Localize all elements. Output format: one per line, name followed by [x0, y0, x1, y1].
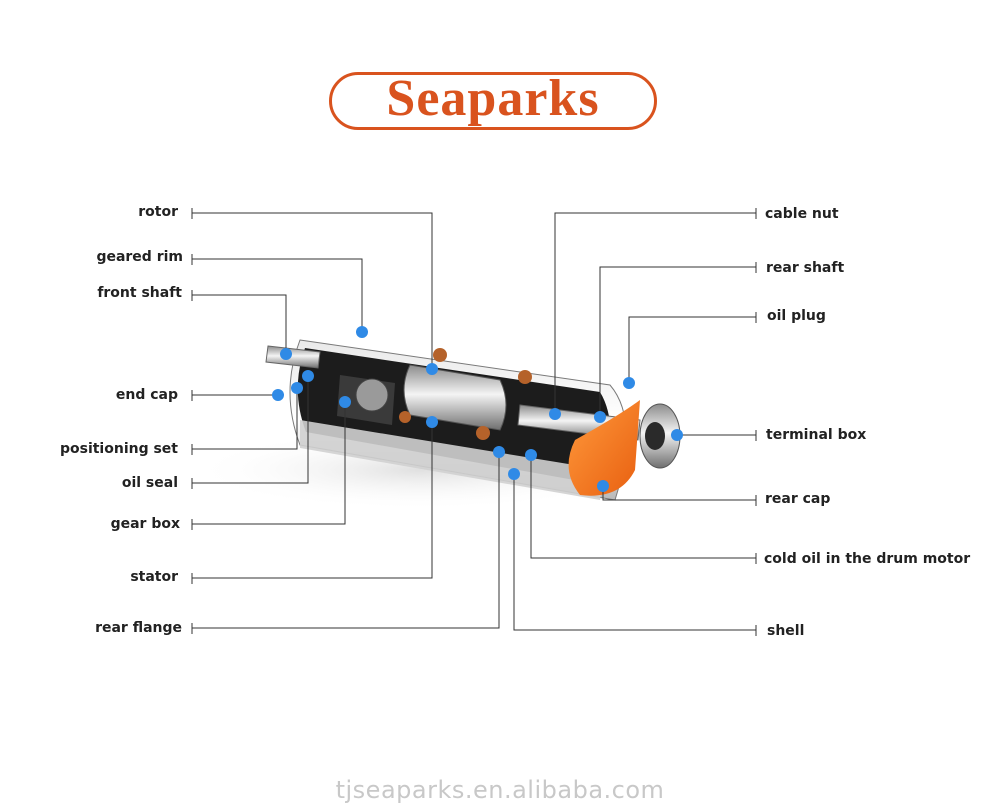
label-terminal-box: terminal box: [766, 427, 867, 443]
marker-oil-seal: [302, 370, 314, 382]
marker-rear-flange: [493, 446, 505, 458]
marker-positioning-set: [291, 382, 303, 394]
brand-name: Seaparks: [386, 70, 600, 127]
marker-rear-cap: [597, 480, 609, 492]
marker-dots: [272, 326, 683, 492]
leader-rear-flange: [192, 452, 500, 629]
marker-rear-shaft: [594, 411, 606, 423]
marker-front-shaft: [280, 348, 292, 360]
marker-gear-box: [339, 396, 351, 408]
label-end-cap: end cap: [115, 387, 178, 403]
label-oil-plug: oil plug: [767, 308, 826, 324]
leader-rotor: [192, 212, 433, 369]
leader-rear-shaft: [599, 266, 756, 417]
leader-lines-left: [191, 208, 500, 634]
leader-cold-oil: [530, 455, 756, 559]
leader-stator: [192, 422, 433, 579]
marker-cold-oil: [525, 449, 537, 461]
watermark: tjseaparks.en.alibaba.com: [335, 776, 665, 804]
brand-logo: Seaparks: [329, 72, 657, 130]
leader-gear-box: [192, 402, 346, 525]
label-stator: stator: [130, 569, 178, 585]
label-gear-box: gear box: [110, 516, 180, 532]
label-oil-seal: oil seal: [121, 475, 178, 491]
leader-front-shaft: [192, 294, 287, 354]
leader-geared-rim: [192, 258, 363, 332]
marker-cable-nut: [549, 408, 561, 420]
label-cable-nut: cable nut: [765, 206, 839, 222]
label-front-shaft: front shaft: [97, 285, 182, 301]
marker-terminal-box: [671, 429, 683, 441]
marker-shell: [508, 468, 520, 480]
leader-oil-plug: [628, 316, 756, 383]
label-rotor: rotor: [138, 204, 178, 220]
marker-end-cap: [272, 389, 284, 401]
marker-stator: [426, 416, 438, 428]
label-geared-rim: geared rim: [96, 249, 183, 265]
label-cold-oil: cold oil in the drum motor: [764, 551, 971, 567]
marker-geared-rim: [356, 326, 368, 338]
label-rear-flange: rear flange: [95, 620, 182, 636]
leader-positioning-set: [192, 388, 298, 450]
label-rear-cap: rear cap: [765, 491, 831, 507]
marker-rotor: [426, 363, 438, 375]
leader-shell: [513, 474, 756, 631]
label-shell: shell: [767, 623, 805, 639]
label-rear-shaft: rear shaft: [766, 260, 845, 276]
leader-lines-right: [513, 208, 757, 636]
label-positioning-set: positioning set: [59, 441, 178, 457]
drum-body: [265, 339, 681, 501]
marker-oil-plug: [623, 377, 635, 389]
leader-rear-cap: [602, 486, 756, 501]
leader-cable-nut: [554, 212, 756, 414]
leader-oil-seal: [192, 376, 309, 484]
